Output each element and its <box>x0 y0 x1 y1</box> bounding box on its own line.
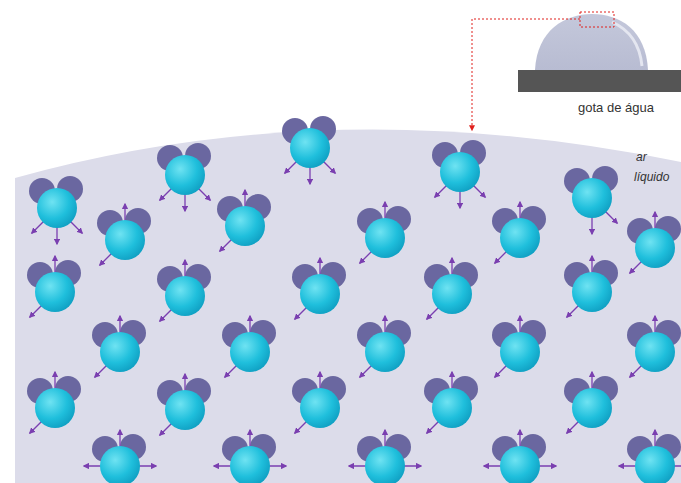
oxygen-atom <box>572 272 612 312</box>
water-molecule <box>432 140 486 208</box>
oxygen-atom <box>432 274 472 314</box>
oxygen-atom <box>100 332 140 372</box>
oxygen-atom <box>365 218 405 258</box>
oxygen-atom <box>635 228 675 268</box>
water-molecule <box>84 430 156 483</box>
oxygen-atom <box>165 276 205 316</box>
water-molecule <box>627 316 681 377</box>
oxygen-atom <box>165 390 205 430</box>
oxygen-atom <box>365 332 405 372</box>
oxygen-atom <box>300 274 340 314</box>
water-molecule <box>222 316 276 377</box>
water-molecule <box>27 372 81 433</box>
oxygen-atom <box>635 332 675 372</box>
oxygen-atom <box>300 388 340 428</box>
drop-highlight <box>612 22 642 66</box>
oxygen-atom <box>440 152 480 192</box>
water-molecule <box>357 202 411 263</box>
oxygen-atom <box>35 272 75 312</box>
water-molecule <box>157 374 211 435</box>
water-molecule <box>97 204 151 265</box>
medium-label: ar <box>636 150 647 164</box>
water-molecule <box>157 143 211 211</box>
water-molecule <box>214 430 286 483</box>
medium-label: líquido <box>634 170 669 184</box>
water-molecule <box>492 316 546 377</box>
water-molecule <box>349 430 421 483</box>
water-drop <box>535 14 648 70</box>
oxygen-atom <box>500 218 540 258</box>
water-molecule <box>424 258 478 319</box>
water-molecule <box>292 258 346 319</box>
oxygen-atom <box>100 446 140 483</box>
drop-label: gota de água <box>578 100 654 115</box>
water-molecule <box>627 212 681 273</box>
oxygen-atom <box>572 388 612 428</box>
water-molecule <box>29 176 83 244</box>
oxygen-atom <box>37 188 77 228</box>
oxygen-atom <box>105 220 145 260</box>
oxygen-atom <box>365 446 405 483</box>
water-molecule <box>424 372 478 433</box>
zoom-leader <box>472 19 580 130</box>
oxygen-atom <box>572 178 612 218</box>
water-molecule <box>292 372 346 433</box>
water-molecule <box>27 256 81 317</box>
oxygen-atom <box>225 206 265 246</box>
water-molecule <box>564 166 618 234</box>
oxygen-atom <box>230 332 270 372</box>
oxygen-atom <box>500 332 540 372</box>
water-molecule <box>92 316 146 377</box>
water-molecule <box>157 260 211 321</box>
molecules <box>27 116 681 483</box>
water-molecule <box>217 190 271 251</box>
oxygen-atom <box>635 446 675 483</box>
water-molecule <box>564 372 618 433</box>
oxygen-atom <box>432 388 472 428</box>
water-molecule <box>282 116 336 184</box>
water-molecule <box>619 430 681 483</box>
water-molecule <box>564 256 618 317</box>
oxygen-atom <box>165 155 205 195</box>
oxygen-atom <box>500 446 540 483</box>
water-molecule <box>357 316 411 377</box>
liquid-region <box>15 130 681 483</box>
surface-plate <box>518 70 681 92</box>
water-molecule <box>484 430 556 483</box>
water-molecule <box>492 202 546 263</box>
zoom-box <box>580 12 614 27</box>
oxygen-atom <box>230 446 270 483</box>
oxygen-atom <box>290 128 330 168</box>
oxygen-atom <box>35 388 75 428</box>
